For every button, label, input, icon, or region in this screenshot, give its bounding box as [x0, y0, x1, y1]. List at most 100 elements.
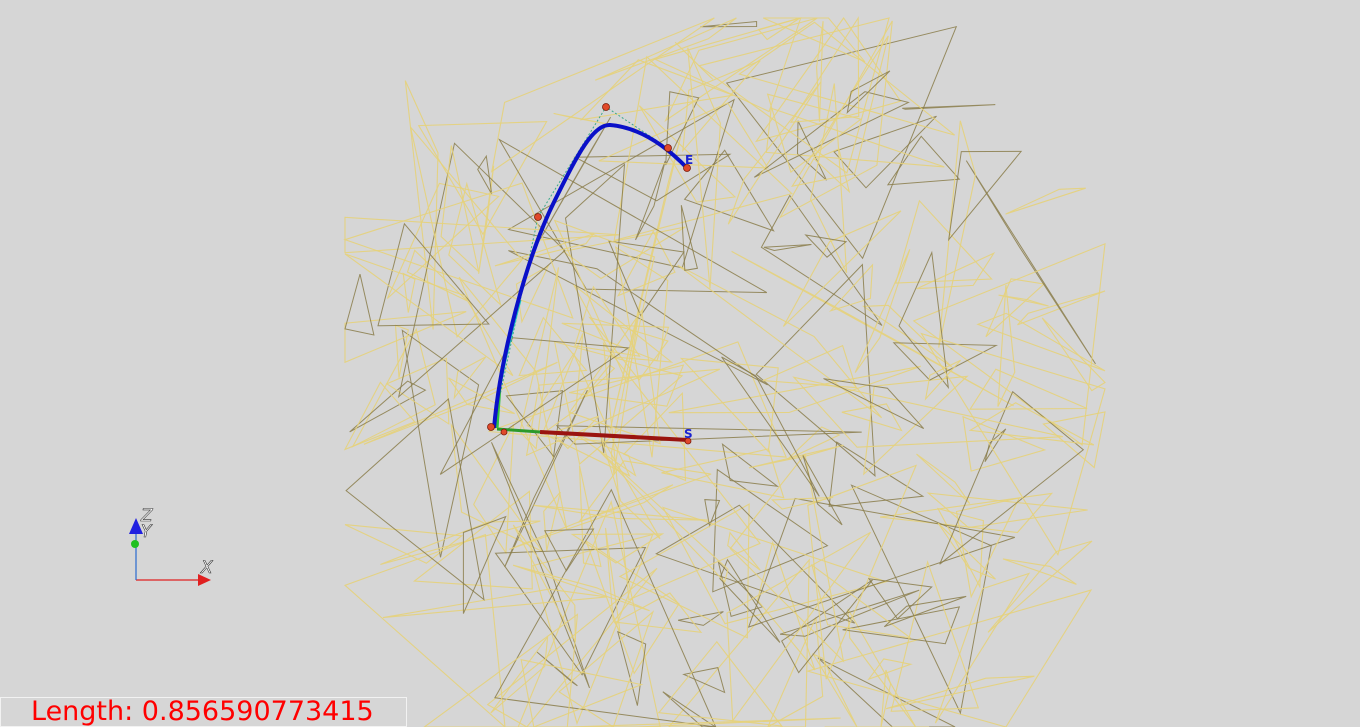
mesh-triangle: [488, 341, 787, 458]
bspline-curve: [492, 122, 689, 429]
mesh-triangle: [668, 558, 810, 727]
mesh-triangle: [766, 93, 863, 174]
mesh-triangle: [902, 104, 996, 110]
mesh-triangle: [508, 250, 768, 386]
mesh-triangle: [727, 531, 761, 571]
mesh-triangle: [440, 145, 480, 274]
mesh-triangle: [661, 448, 785, 499]
mesh-triangle: [570, 533, 665, 564]
mesh-triangle: [477, 154, 493, 195]
mesh-triangle: [847, 608, 917, 727]
mesh-triangle: [617, 630, 647, 706]
mesh-triangle: [789, 16, 860, 123]
mesh-triangle: [880, 492, 1054, 534]
mesh-triangle: [811, 563, 911, 639]
mesh-triangle: [731, 250, 1014, 407]
mesh-triangle: [439, 337, 630, 475]
mesh-triangle: [717, 560, 764, 618]
mesh-triangle: [748, 444, 844, 469]
x-axis-label: X: [200, 558, 213, 578]
mesh-triangle: [512, 564, 650, 612]
mesh-triangle: [985, 278, 1046, 338]
mesh-triangle: [410, 126, 523, 339]
mesh-triangle: [924, 359, 962, 401]
mesh-triangle: [401, 329, 480, 558]
mesh-triangle: [1005, 187, 1086, 215]
end-label: E: [685, 153, 693, 167]
control-point[interactable]: [683, 164, 691, 172]
mesh-triangle: [453, 356, 487, 400]
mesh-triangle: [505, 390, 564, 458]
mesh-triangle: [804, 234, 848, 258]
straight-segment: [539, 430, 689, 442]
mesh-triangle: [747, 497, 1015, 628]
mesh-triangle: [811, 653, 858, 727]
mesh-triangle: [770, 496, 834, 510]
mesh-triangle: [682, 667, 726, 694]
mesh-triangle: [558, 610, 655, 727]
mesh-triangle: [490, 634, 549, 714]
mesh-triangle: [344, 273, 375, 336]
mesh-triangle: [344, 216, 620, 254]
mesh-triangle: [920, 332, 1106, 557]
mesh-triangle: [955, 497, 1021, 599]
mesh-triangle: [726, 531, 872, 723]
mesh-triangle: [568, 309, 661, 445]
mesh-triangle: [1017, 290, 1106, 326]
control-point[interactable]: [664, 144, 672, 152]
mesh-triangle: [854, 249, 911, 373]
mesh-triangle: [867, 658, 913, 681]
start-label: S: [684, 427, 693, 441]
mesh-triangle: [345, 398, 485, 601]
mesh-triangle: [417, 121, 548, 236]
mesh-triangle: [594, 17, 737, 81]
mesh-triangle: [816, 21, 824, 122]
mesh-triangle: [934, 572, 1031, 724]
mesh-triangle: [655, 504, 856, 624]
mesh-triangle: [850, 484, 992, 715]
mesh-triangle: [616, 230, 676, 297]
mesh-triangle: [755, 263, 876, 477]
mesh-triangle: [581, 364, 616, 400]
mesh-triangle: [517, 499, 661, 727]
control-point[interactable]: [684, 437, 692, 445]
mesh-triangle: [965, 160, 1096, 365]
mesh-triangle: [343, 381, 416, 451]
mesh-triangle: [968, 402, 1095, 446]
mesh-triangle: [998, 294, 1049, 307]
mesh-triangle: [494, 232, 595, 267]
mesh-triangle: [680, 205, 699, 271]
mesh-triangle: [677, 264, 883, 419]
mesh-triangle: [541, 333, 584, 436]
mesh-triangle: [779, 589, 920, 637]
mesh-triangle: [462, 515, 507, 614]
mesh-triangle: [767, 617, 824, 727]
control-point[interactable]: [500, 428, 508, 436]
mesh-triangle: [380, 520, 541, 566]
mesh-triangle: [579, 59, 736, 121]
control-point[interactable]: [602, 103, 610, 111]
mesh-triangle: [754, 17, 902, 143]
mesh-triangle: [577, 460, 712, 524]
control-point[interactable]: [487, 423, 495, 431]
mesh-triangle: [729, 453, 845, 663]
z-axis-arrow: [129, 518, 143, 534]
mesh-triangle: [543, 528, 595, 572]
mesh-triangle: [846, 70, 891, 115]
mesh-triangle: [885, 675, 1035, 710]
mesh-triangle: [382, 588, 607, 619]
mesh-triangle: [683, 149, 775, 232]
mesh-triangle: [394, 324, 409, 378]
mesh-triangle: [782, 210, 902, 327]
mesh-triangle: [386, 182, 500, 299]
mesh-triangle: [687, 47, 721, 289]
mesh-triangle: [898, 250, 950, 390]
mesh-triangle: [842, 606, 961, 645]
mesh-triangle: [596, 448, 729, 583]
mesh-triangle: [810, 83, 848, 274]
mesh-triangle: [738, 21, 955, 136]
control-point[interactable]: [534, 213, 542, 221]
